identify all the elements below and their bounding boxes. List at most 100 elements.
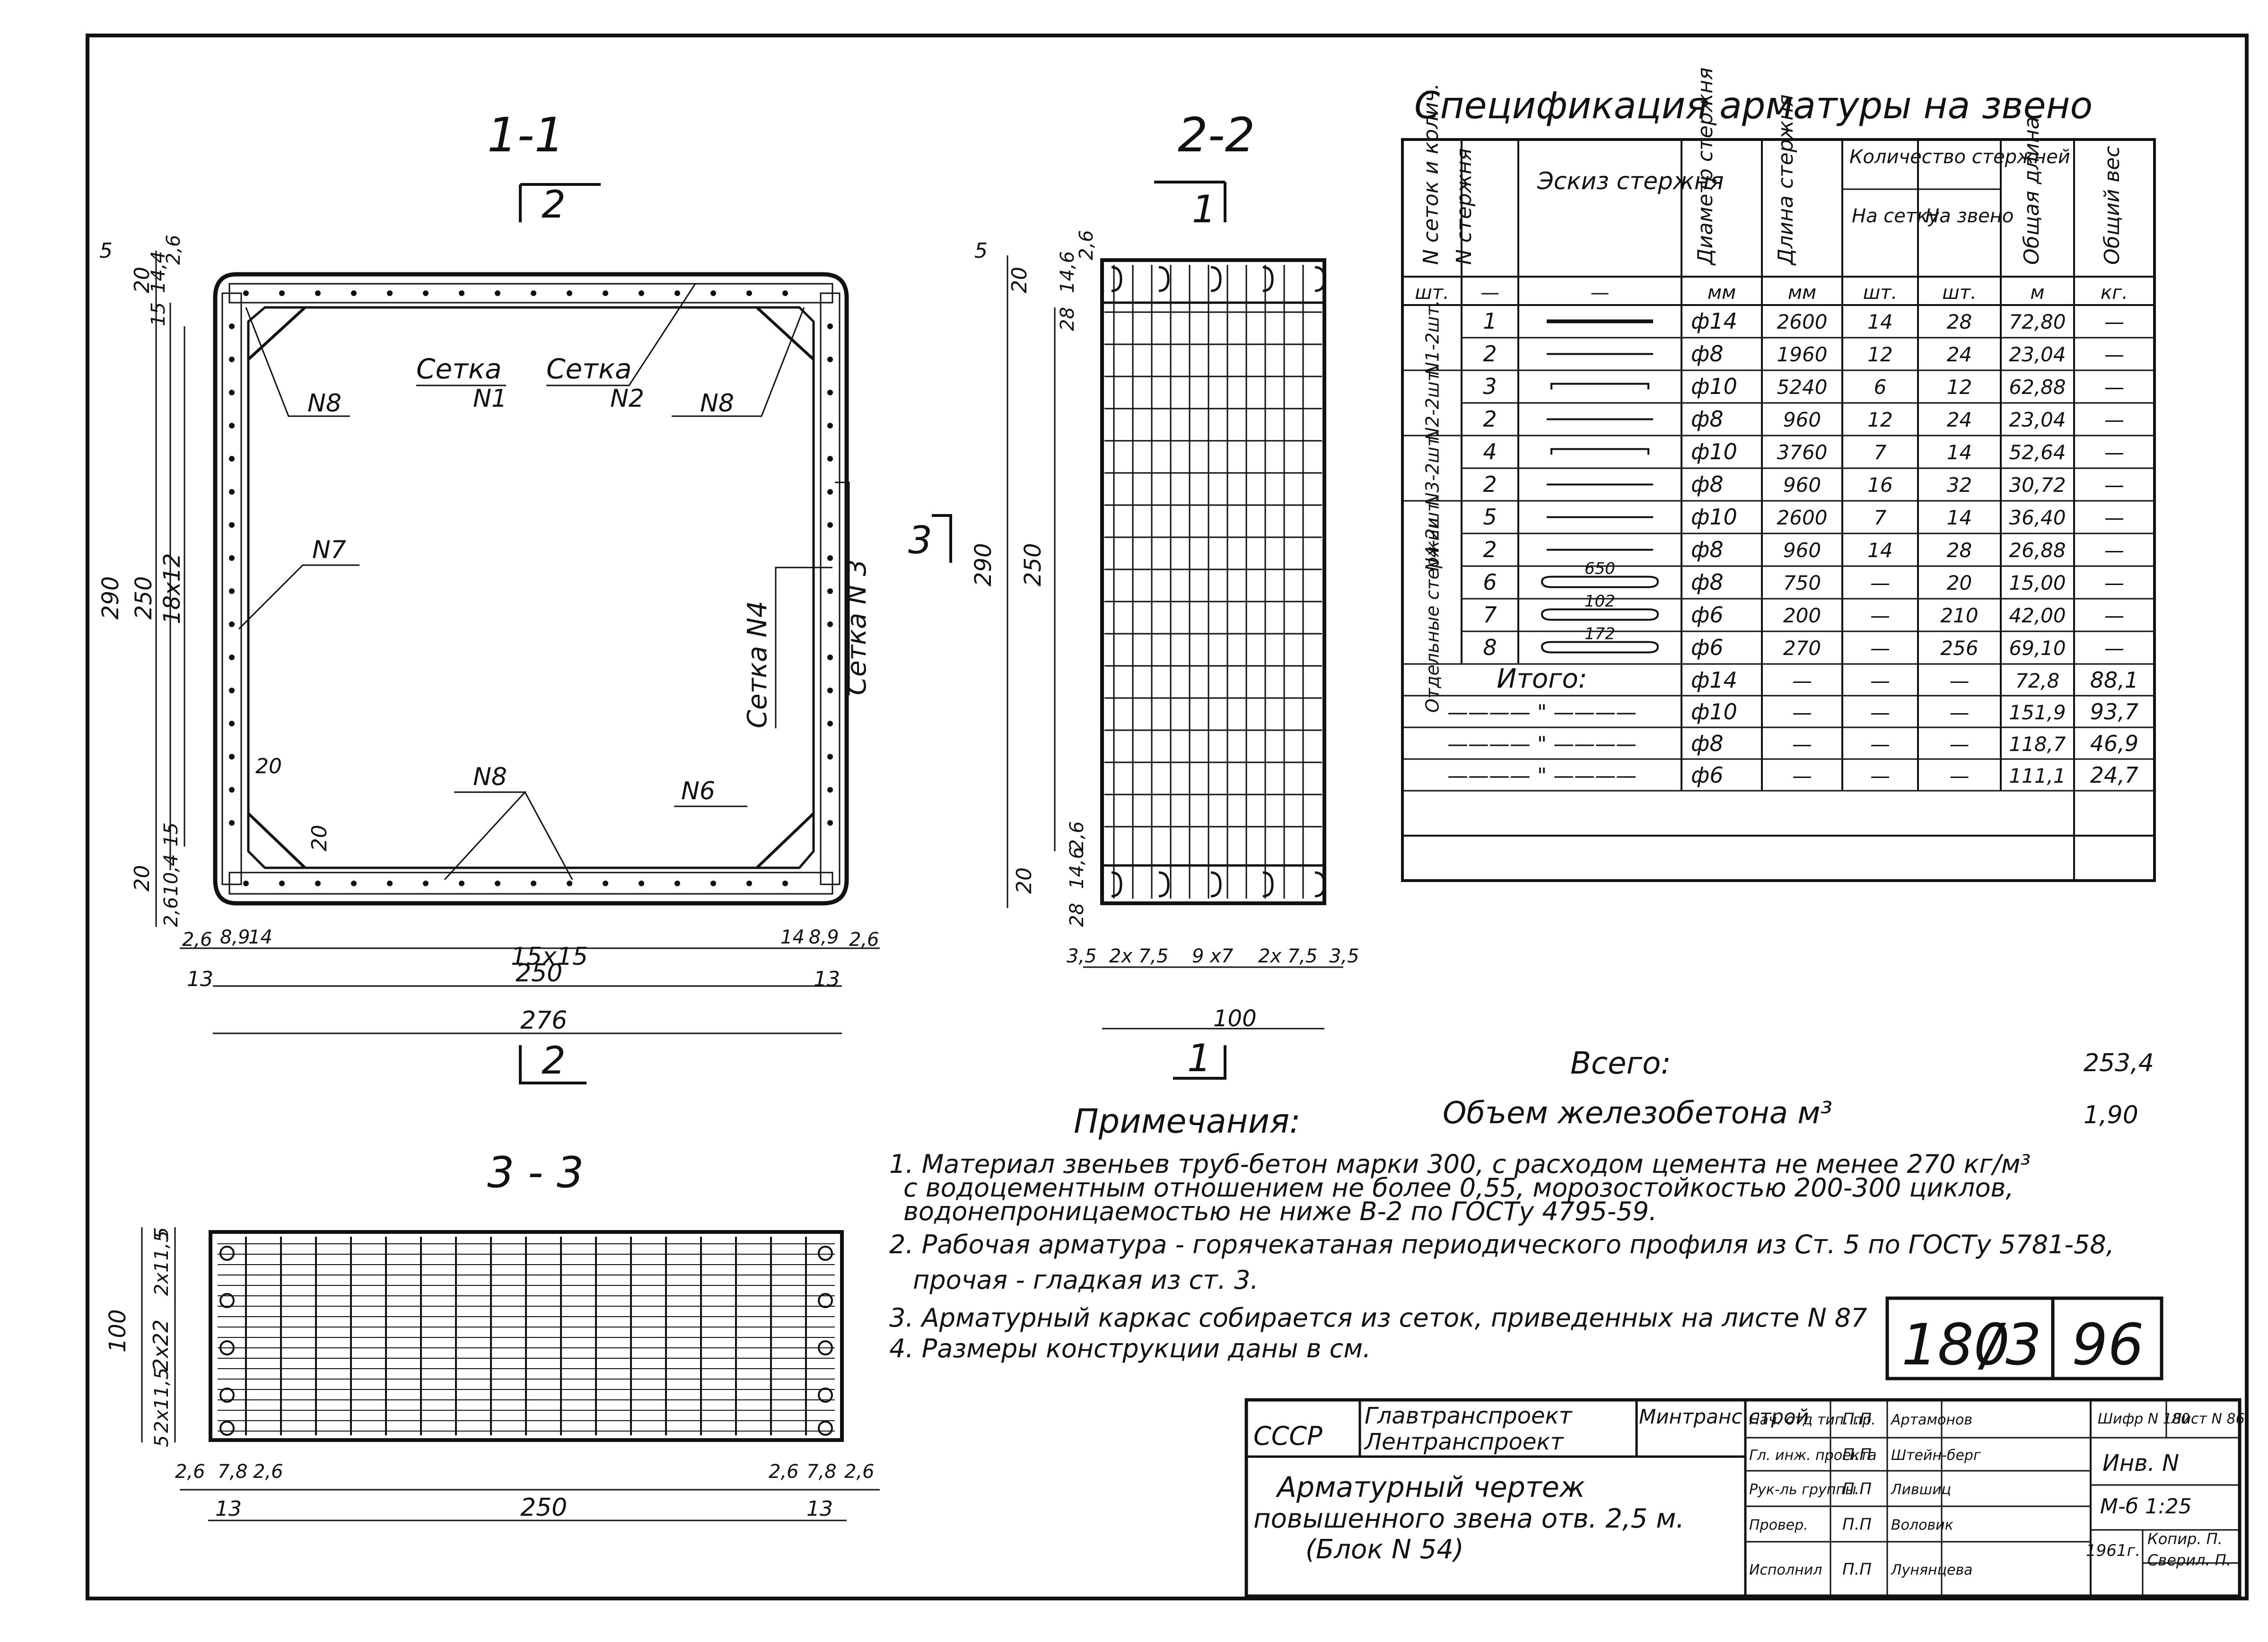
spec-cell-d: ф14	[1691, 308, 1737, 334]
hdr-col3: Эскиз стержня	[1537, 167, 1724, 195]
rebar-dot	[423, 290, 429, 296]
note-line: 3. Арматурный каркас собирается из сеток…	[889, 1303, 1867, 1333]
stamp-copy: Копир. П.	[2147, 1530, 2223, 1548]
note-line: 2. Рабочая арматура - горячекатаная пери…	[889, 1230, 2114, 1259]
rebar-dot	[603, 290, 608, 296]
spec-cell-per-link: 256	[1940, 637, 1978, 660]
spec-cell-n: 7	[1483, 602, 1497, 628]
dim-14-6-bot: 14,6	[1066, 847, 1088, 889]
hdr-col8: Общая длина	[2020, 117, 2044, 265]
total-label: ———— " ————	[1447, 732, 1637, 756]
spec-cell-total-len: 36,40	[2009, 506, 2066, 529]
dim-2-6-bot: 2,6	[1066, 821, 1088, 851]
cut-mark-top-label: 2	[542, 183, 566, 227]
spec-cell-per-link: 28	[1947, 539, 1972, 562]
rebar-dot	[827, 688, 833, 693]
spec-cell-per-mesh: 7	[1874, 506, 1887, 529]
section-3-3-title: 3 - 3	[487, 1148, 584, 1197]
section-3-3-grid	[218, 1237, 835, 1436]
dim-left-250: 250	[131, 576, 157, 620]
spec-cell-per-mesh: —	[1870, 604, 1890, 627]
stamp-name: Штейн-берг	[1891, 1447, 1981, 1464]
dim-2x11-5-bot: 2x11,5	[151, 1368, 173, 1433]
spec-cell-weight: —	[2104, 310, 2124, 333]
rebar-dot	[710, 290, 716, 296]
sheet-number-b: 3	[2005, 1312, 2041, 1378]
spec-cell-d: ф8	[1691, 406, 1724, 432]
spec-cell-per-link: 14	[1947, 441, 1972, 464]
note-line: прочая - гладкая из ст. 3.	[913, 1265, 1259, 1295]
bar-sketch-length: 650	[1585, 559, 1615, 578]
section-2-2-title: 2-2	[1178, 107, 1255, 163]
stamp-sign: П.П	[1842, 1410, 1872, 1429]
spec-cell-per-link: 210	[1940, 604, 1978, 627]
spec-cell-weight: —	[2104, 637, 2124, 660]
leader-setka-4	[775, 567, 832, 728]
spec-cell-weight: —	[2104, 539, 2124, 562]
spec-cell-n: 2	[1483, 537, 1497, 562]
leader-n7	[238, 564, 359, 630]
stamp-title2: повышенного звена отв. 2,5 м.	[1253, 1503, 1684, 1534]
loop-bar-right	[818, 1388, 833, 1403]
dim-left-15-top: 15	[148, 302, 169, 326]
dim-5-top: 5	[151, 1227, 173, 1239]
sheet-number-box: 180 / 3 96	[1885, 1296, 2163, 1380]
spec-cell-per-mesh: 7	[1874, 441, 1887, 464]
rebar-dot	[639, 881, 644, 886]
spec-cell-per-mesh: —	[1870, 571, 1890, 594]
spec-cell-weight: —	[2104, 604, 2124, 627]
rebar-dot	[229, 787, 235, 793]
bar-sketch-length: 102	[1585, 592, 1615, 611]
spec-cell-n: 1	[1483, 308, 1497, 334]
spec-cell-per-mesh: 14	[1867, 310, 1892, 333]
spec-cell-total-len: 69,10	[2009, 637, 2066, 660]
dim-left-18x12: 18x12	[159, 553, 185, 624]
total-weight: 93,7	[2090, 699, 2138, 725]
sheet-number-c: 96	[2072, 1312, 2144, 1378]
rebar-dot	[229, 522, 235, 528]
right-wall-mesh	[820, 292, 841, 885]
section-3-3: 3 - 3 5 2x11,5 100 2x22 2x11,5 5 2,6 7,8…	[105, 1148, 880, 1522]
rebar-dot	[746, 290, 752, 296]
rebar-dot	[782, 881, 788, 886]
section-3-cut-label: 3	[908, 518, 932, 562]
total-dash: —	[1950, 764, 1970, 787]
spec-group-label: N3-2шт.	[1422, 430, 1443, 506]
rebar-dot	[279, 290, 285, 296]
rebar-dot	[351, 290, 357, 296]
spec-group-label: Отдельные стержни	[1422, 517, 1443, 713]
rebar-dot	[827, 588, 833, 594]
loop-bar-right	[818, 1421, 833, 1436]
wall-rebar-grid	[1104, 265, 1322, 899]
spec-cell-per-mesh: 6	[1874, 376, 1887, 399]
spec-cell-per-link: 24	[1947, 408, 1972, 431]
haunch-bottom-left	[247, 812, 306, 869]
dim-7-8-right: 7,8	[806, 1461, 837, 1483]
dim-left-10-4: 10,4	[160, 854, 182, 896]
dim-left-290: 290	[97, 576, 124, 620]
rebar-dot	[531, 290, 536, 296]
stamp-country: СССР	[1253, 1421, 1322, 1451]
total-label: ———— " ————	[1447, 764, 1637, 788]
total-dash: —	[1950, 733, 1970, 756]
rebar-dot	[459, 290, 464, 296]
label-n8-bottom: N8	[473, 763, 507, 791]
stamp-check: Сверил. П.	[2147, 1551, 2231, 1569]
loop-bar-bottom	[1210, 871, 1222, 898]
rebar-dot	[229, 688, 235, 693]
stamp-name: Артамонов	[1890, 1412, 1972, 1428]
total-length: 151,9	[2009, 701, 2066, 724]
spec-cell-weight: —	[2104, 343, 2124, 366]
dim-b-13-right: 13	[814, 967, 840, 991]
spec-cell-len: 2600	[1777, 310, 1828, 333]
hdr-col9: Общий вес	[2100, 146, 2124, 265]
dim-b-8-9-left: 8,9	[220, 926, 250, 948]
dim-left-14-4: 14,4	[148, 251, 169, 293]
left-wall-mesh	[221, 292, 242, 885]
sheet-number-a: 180	[1901, 1312, 2010, 1378]
spec-cell-per-link: 28	[1947, 310, 1972, 333]
dim-2x7-5-right: 2x 7,5	[1258, 945, 1317, 967]
cut-mark-top	[519, 183, 601, 222]
dim-b-15x15: 15x15	[511, 943, 588, 971]
